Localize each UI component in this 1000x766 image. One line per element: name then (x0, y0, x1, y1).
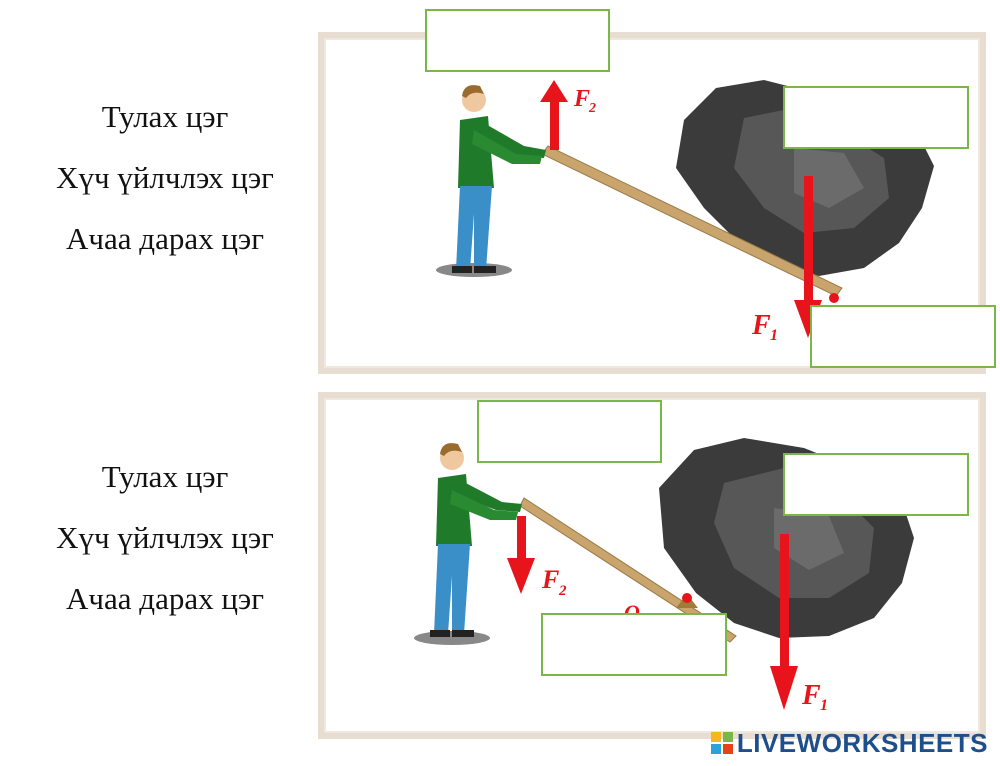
liveworksheets-logo-icon (710, 732, 733, 754)
label-support-point[interactable]: Тулах цэг (101, 459, 229, 494)
label-set-2: Тулах цэг Хүч үйлчлэх цэг Ачаа дарах цэг (0, 446, 330, 629)
force-f1-arrow-shaft (780, 534, 789, 670)
force-f2-arrow-shaft (517, 516, 526, 562)
brand-text: LIVEWORKSHEETS (736, 727, 988, 758)
force-f2-label: F (541, 565, 559, 594)
force-f1-label: F (801, 680, 821, 711)
label-load-point[interactable]: Ачаа дарах цэг (66, 221, 264, 256)
drop-box-load-point-2[interactable] (783, 453, 969, 516)
force-f2-subscript: 2 (588, 101, 596, 116)
force-f1-arrow-head (770, 666, 798, 710)
person-icon (430, 443, 522, 637)
lever-bar (541, 145, 843, 297)
liveworksheets-brand: LIVEWORKSHEETS (710, 727, 988, 758)
force-f2-subscript: 2 (558, 583, 567, 599)
drop-box-support-point-1[interactable] (810, 305, 996, 368)
label-set-1: Тулах цэг Хүч үйлчлэх цэг Ачаа дарах цэг (0, 86, 330, 269)
support-point-dot (829, 293, 839, 303)
force-f1-subscript: 1 (770, 327, 778, 344)
drop-box-load-point-1[interactable] (783, 86, 969, 149)
person-icon (452, 85, 546, 273)
drop-box-force-point-1[interactable] (425, 9, 610, 72)
force-f2-arrow-head (507, 558, 535, 594)
label-force-point[interactable]: Хүч үйлчлэх цэг (56, 160, 274, 195)
label-support-point[interactable]: Тулах цэг (101, 99, 229, 134)
force-f2-label: F (573, 86, 590, 112)
label-load-point[interactable]: Ачаа дарах цэг (66, 581, 264, 616)
force-f2-arrow-head (540, 80, 568, 102)
drop-box-support-point-2[interactable] (541, 613, 727, 676)
force-f1-label: F (751, 310, 771, 341)
force-f2-arrow-shaft (550, 98, 559, 150)
force-f1-subscript: 1 (820, 697, 828, 714)
drop-box-force-point-2[interactable] (477, 400, 662, 463)
label-force-point[interactable]: Хүч үйлчлэх цэг (56, 520, 274, 555)
support-point-dot (682, 593, 692, 603)
force-f1-arrow-shaft (804, 176, 813, 304)
